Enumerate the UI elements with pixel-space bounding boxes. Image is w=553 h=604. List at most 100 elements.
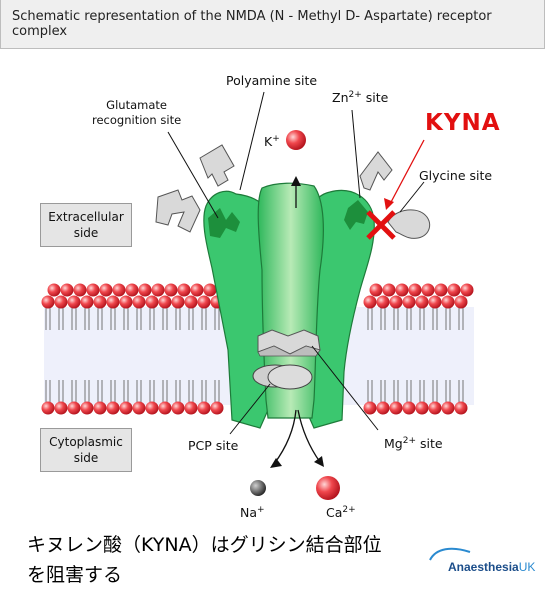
lipid-head [460,283,474,297]
brand-name: Anaesthesia [448,560,519,574]
lipid-molecule [428,380,442,415]
lipid-molecule [415,380,429,415]
glutamate-line-1: Glutamate [106,98,167,112]
lipid-bilayer [41,283,474,415]
zinc-ligand [359,151,393,191]
leader-polyamine [239,91,265,191]
ca-symbol: Ca [326,505,343,521]
lipid-head [125,283,139,297]
diagram-title: Schematic representation of the NMDA (N … [12,9,492,39]
channel-arrow-down-left-head [270,458,282,468]
lipid-molecule [80,380,94,415]
zn-symbol: Zn [332,90,349,106]
leader-zn [351,109,361,199]
kyna-block-cross [366,210,396,240]
caption-line-1: キヌレン酸（KYNA）はグリシン結合部位 [27,534,382,556]
lipid-molecule [363,380,377,415]
zn-tail: site [361,90,389,106]
lipid-molecule [184,295,198,330]
lipid-molecule [389,295,403,330]
lipid-head [203,283,217,297]
kyna-arrow-head [384,198,394,210]
na-ion [250,480,266,496]
lipid-head [47,283,61,297]
lipid-molecule [363,295,377,330]
lipid-molecule [197,380,211,415]
lipid-molecule [93,295,107,330]
glutamate-site-label: Glutamate recognition site [92,98,181,128]
k-ion-label: K+ [264,134,280,149]
lipid-molecule [158,380,172,415]
lipid-head [151,283,165,297]
lipid-molecule [80,295,94,330]
zn-charge: 2+ [348,90,362,100]
k-ion [286,130,306,150]
glycine-ligand [387,209,431,239]
glycine-site-pocket [344,200,368,230]
lipid-molecule [441,380,455,415]
caption-line-2: を阻害する [27,564,123,586]
lipid-head [395,283,409,297]
glutamate-ligand-2 [199,144,235,187]
leader-pcp [229,383,271,435]
lipid-molecule [132,295,146,330]
extracellular-line-1: Extracellular [48,210,124,224]
lipid-molecule [441,295,455,330]
lipid-molecule [428,295,442,330]
ca-ion [316,476,340,500]
channel-arrow-up-head [291,176,301,186]
lipid-molecule [41,295,55,330]
lipid-molecule [454,380,468,415]
lipid-head [382,283,396,297]
channel-arrow-down-right-head [314,456,324,467]
lipid-molecule [54,380,68,415]
pcp-site-label: PCP site [188,438,239,453]
lipid-head [99,283,113,297]
lipid-head [60,283,74,297]
leader-glutamate [167,131,219,219]
lipid-head [408,283,422,297]
lipid-head [190,283,204,297]
extracellular-line-2: side [73,226,99,240]
diagram-title-bar: Schematic representation of the NMDA (N … [0,0,545,49]
lipid-molecule [67,295,81,330]
brand-swoosh [429,547,471,561]
cytoplasmic-line-1: Cytoplasmic [49,435,123,449]
lipid-head [447,283,461,297]
na-ion-label: Na+ [240,505,265,520]
lipid-head [73,283,87,297]
lipid-molecule [158,295,172,330]
cytoplasmic-line-2: side [73,451,99,465]
ca-ion-label: Ca2+ [326,505,356,520]
polyamine-site-label: Polyamine site [226,73,318,88]
mg-charge: 2+ [402,436,417,446]
lipid-molecule [184,380,198,415]
glutamate-line-2: recognition site [92,113,182,127]
na-symbol: Na [240,505,258,521]
lipid-molecule [54,295,68,330]
mg-symbol: Mg [384,436,403,452]
lipid-molecule [119,380,133,415]
brand-suffix: UK [518,560,536,574]
lipid-head [164,283,178,297]
lipid-head [434,283,448,297]
zn-site-label: Zn2+ site [332,90,388,105]
lipid-molecule [376,295,390,330]
lipid-head [138,283,152,297]
ca-charge: 2+ [342,505,356,515]
lipid-molecule [132,380,146,415]
cytoplasmic-side-box: Cytoplasmic side [40,428,132,472]
na-charge: + [257,505,265,515]
kyna-arrow [389,139,425,205]
lipid-molecule [119,295,133,330]
lipid-molecule [106,380,120,415]
lipid-molecule [197,295,211,330]
lipid-molecule [376,380,390,415]
lipid-head [86,283,100,297]
lipid-head [369,283,383,297]
lipid-molecule [106,295,120,330]
pcp-ellipse-front [267,364,313,390]
receptor-center-subunit [257,182,324,419]
leader-glycine [399,181,425,213]
